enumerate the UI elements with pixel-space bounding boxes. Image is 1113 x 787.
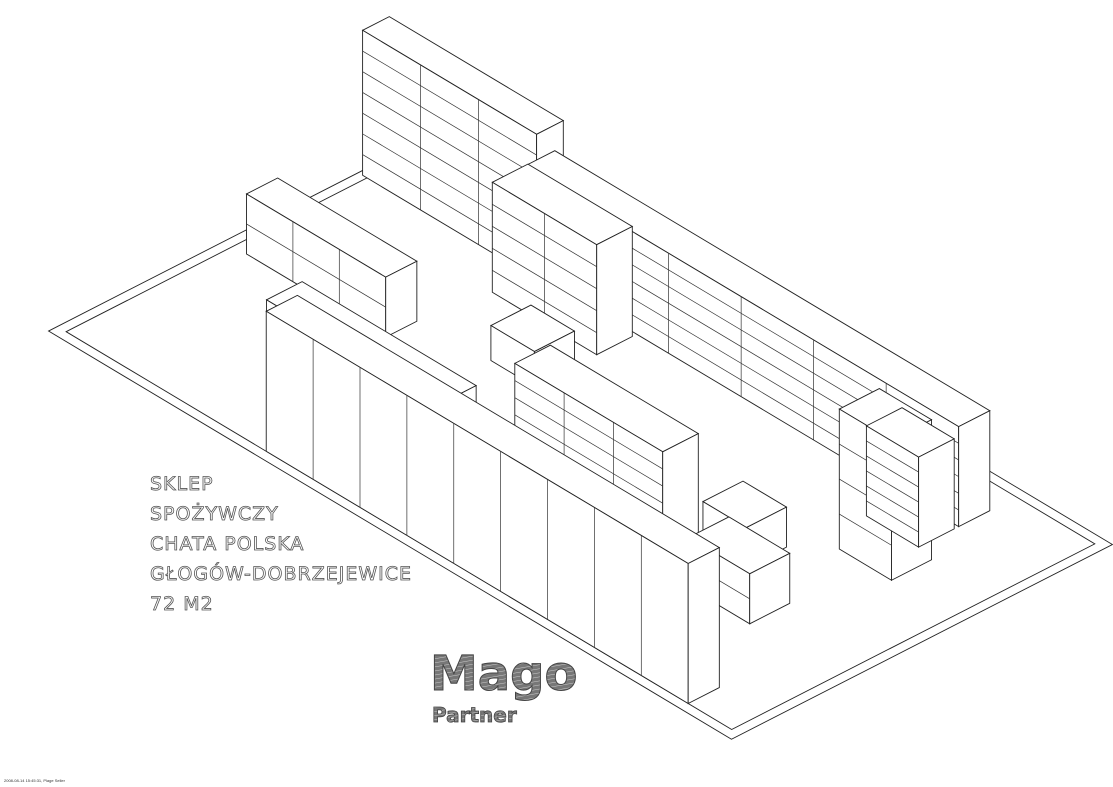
- rear-display-cabinet-side: [596, 225, 633, 356]
- shelf-line: [362, 50, 537, 156]
- floor-title: SKLEP SPOŻYWCZY CHATA POLSKA GŁOGÓW-DOBR…: [150, 473, 412, 616]
- sink-counter-side: [385, 260, 418, 338]
- shelf-line: [866, 440, 919, 473]
- shelf-line: [839, 513, 892, 546]
- logo-main-text: Mago: [430, 646, 578, 702]
- shelf-line: [514, 414, 663, 504]
- rear-display-cabinet: [491, 163, 634, 356]
- front-wall-cabinets: [265, 294, 721, 705]
- checkout-counter-side: [749, 552, 791, 625]
- shelf-line: [866, 470, 919, 503]
- front-wall-cabinets-side: [687, 546, 720, 705]
- shelf-line: [514, 380, 663, 470]
- shelf-line: [514, 397, 663, 487]
- side-shelving-right: [865, 407, 956, 548]
- shelf-line: [866, 485, 919, 518]
- shelf-line: [362, 71, 537, 177]
- logo-sub-text: Partner: [432, 703, 517, 727]
- sink-counter: [245, 177, 418, 338]
- rear-shelving-run-side: [958, 409, 991, 528]
- furniture: [245, 16, 991, 705]
- mago-partner-logo: Mago Partner: [430, 646, 579, 728]
- title-line-3: CHATA POLSKA: [150, 533, 304, 555]
- shelf-line: [866, 455, 919, 488]
- title-line-1: SKLEP: [150, 473, 214, 495]
- title-line-4: GŁOGÓW-DOBRZEJEWICE: [150, 561, 412, 585]
- title-line-2: SPOŻYWCZY: [150, 502, 279, 525]
- side-shelving-right-side: [918, 438, 955, 548]
- shelf-line: [866, 500, 919, 533]
- footer-timestamp: 2008-08-14 15:45:31, Plage Seller: [4, 778, 65, 783]
- shelf-line: [246, 223, 386, 308]
- title-line-5: 72 M2: [150, 593, 214, 615]
